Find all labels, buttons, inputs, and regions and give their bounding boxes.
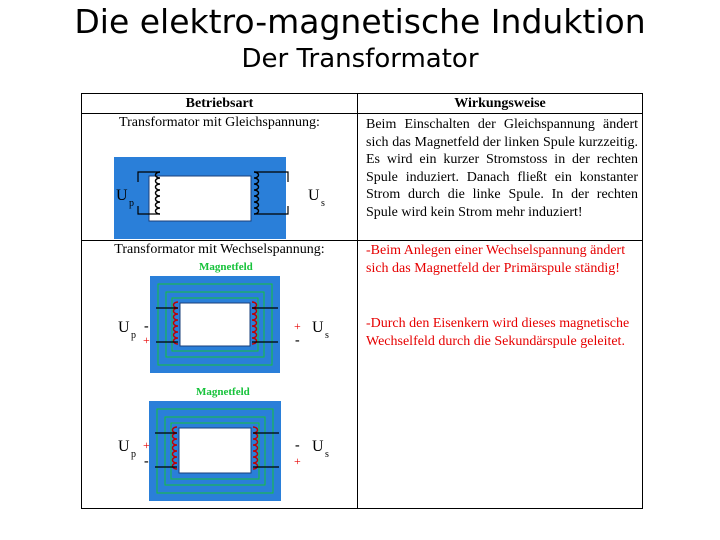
page-title: Die elektro-magnetische Induktion xyxy=(74,2,646,41)
polarity-plus: + xyxy=(143,333,150,347)
label-us: U xyxy=(308,187,320,204)
core-window xyxy=(179,302,251,347)
row-description-ac-1: -Beim Anlegen einer Wechselspannung ände… xyxy=(366,243,626,276)
field-lines xyxy=(156,408,274,494)
label-us: U xyxy=(312,319,324,336)
header-divider xyxy=(82,113,642,114)
magnetfeld-label: Magnetfeld xyxy=(196,386,250,398)
core-window xyxy=(148,175,252,222)
label-us-sub: s xyxy=(325,330,329,341)
transformer-ac-diagram-1: Magnetfeld - + + - U p U s xyxy=(118,261,329,373)
core-window xyxy=(178,427,252,474)
magnetfeld-label: Magnetfeld xyxy=(199,261,253,273)
field-lines xyxy=(157,283,273,366)
label-up-sub: p xyxy=(131,330,136,341)
primary-coil xyxy=(171,426,178,470)
row-divider xyxy=(82,240,642,241)
label-up: U xyxy=(116,187,128,204)
secondary-coil xyxy=(253,171,260,215)
polarity-plus: + xyxy=(143,438,150,452)
page-subtitle: Der Transformator xyxy=(241,44,479,74)
label-up-sub: p xyxy=(131,449,136,460)
row-description-dc: Beim Einschalten der Gleichspannung ände… xyxy=(366,117,638,220)
row-mode-dc: Transformator mit Gleichspannung: xyxy=(119,115,320,130)
row-description-ac-2: -Durch den Eisenkern wird dieses magneti… xyxy=(366,316,630,349)
polarity-minus: - xyxy=(144,319,149,334)
transformer-ac-diagram-2: Magnetfeld + - - + U p U s xyxy=(118,386,329,501)
label-up: U xyxy=(118,438,130,455)
primary-coil xyxy=(154,171,161,215)
wires xyxy=(156,307,278,343)
row-mode-ac: Transformator mit Wechselspannung: xyxy=(114,242,325,257)
primary-coil xyxy=(172,301,179,345)
secondary-coil xyxy=(252,426,259,470)
polarity-plus: + xyxy=(294,319,301,333)
polarity-minus: - xyxy=(295,333,300,348)
polarity-minus: - xyxy=(295,438,300,453)
label-us-sub: s xyxy=(325,449,329,460)
wires xyxy=(137,171,289,215)
label-up: U xyxy=(118,319,130,336)
header-wirkungsweise: Wirkungsweise xyxy=(454,96,546,111)
column-divider xyxy=(357,94,358,508)
label-up-sub: p xyxy=(129,198,134,209)
secondary-coil xyxy=(251,301,258,345)
header-betriebsart: Betriebsart xyxy=(185,96,254,111)
transformer-dc-diagram: U p U s xyxy=(114,157,325,239)
polarity-minus: - xyxy=(144,454,149,469)
wires xyxy=(155,432,279,468)
polarity-plus: + xyxy=(294,454,301,468)
label-us: U xyxy=(312,438,324,455)
operation-table: Betriebsart Wirkungsweise Transformator … xyxy=(81,93,643,509)
label-us-sub: s xyxy=(321,198,325,209)
